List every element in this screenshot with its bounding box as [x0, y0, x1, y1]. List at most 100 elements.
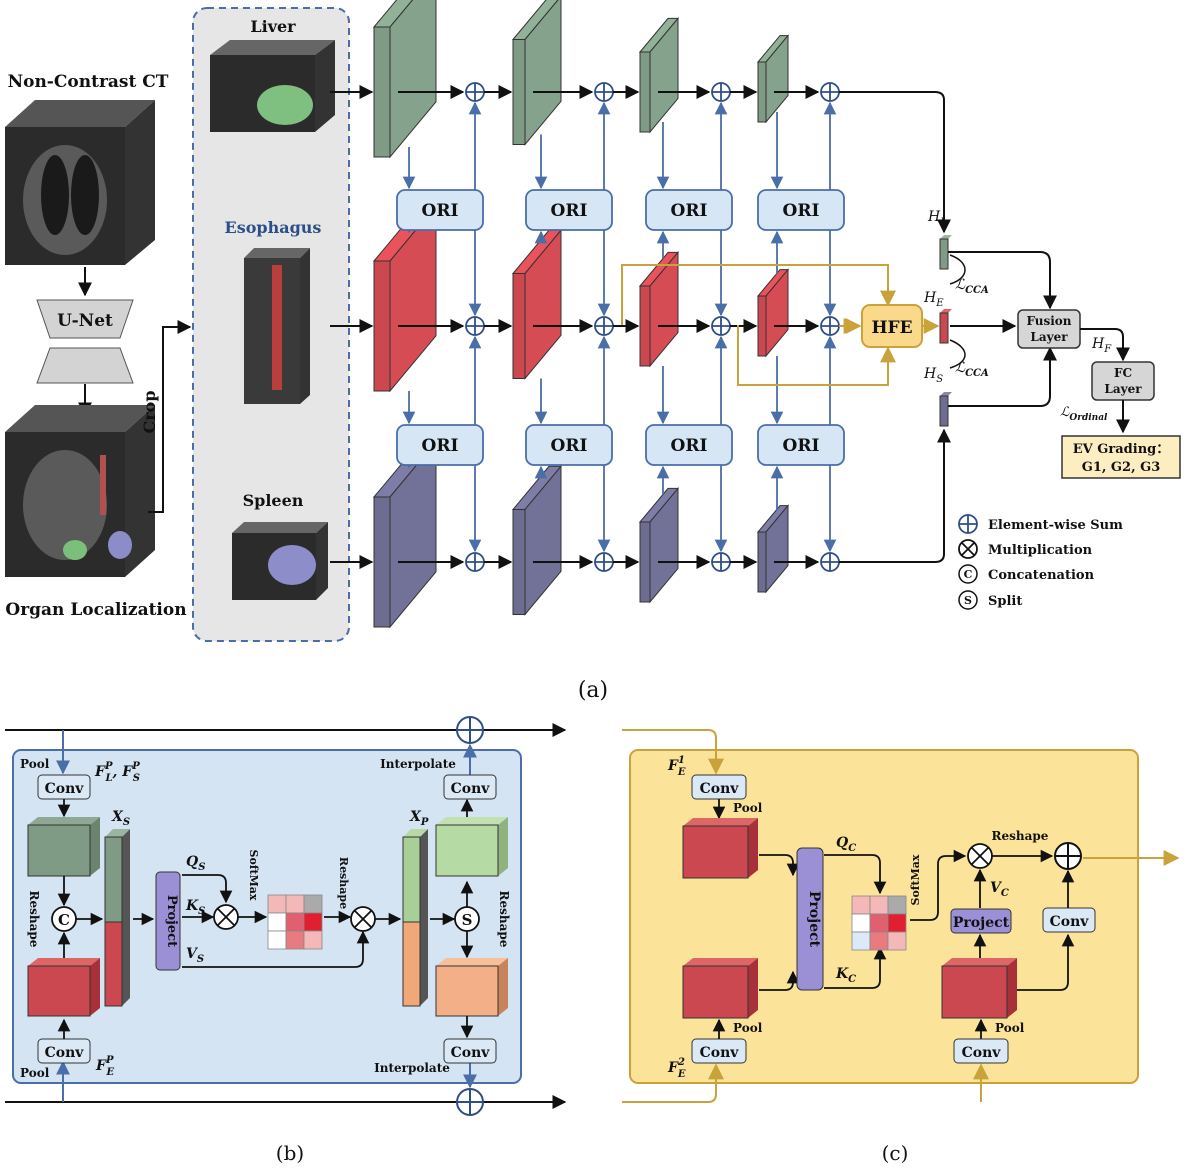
- pool-bottom-b: Pool: [20, 1066, 50, 1080]
- spleen-block-3: [638, 487, 680, 604]
- caption-c: (c): [882, 1141, 909, 1165]
- spleen-block-2: [511, 464, 563, 616]
- ori-label: ORI: [783, 201, 820, 221]
- ori-box: ORI: [396, 424, 484, 466]
- organ-liver-label: Liver: [250, 17, 296, 36]
- legend-concat-icon: C: [958, 564, 978, 584]
- esophagus-block-4: [756, 268, 790, 358]
- pool-top-c: Pool: [733, 801, 763, 815]
- qs-label: QS: [186, 854, 205, 873]
- sum-node: [711, 316, 731, 336]
- crop-label: Crop: [140, 390, 159, 433]
- ct-title: Non-Contrast CT: [8, 72, 169, 92]
- esophagus-block-3: [638, 251, 680, 368]
- attention-matrix-b: [267, 894, 323, 950]
- spleen-crop: [232, 522, 328, 600]
- hfe-label: HFE: [871, 318, 912, 338]
- matrix-cell: [887, 895, 907, 915]
- softmax-b: SoftMax: [247, 850, 260, 901]
- vs-label: VS: [186, 946, 204, 965]
- svg-text:C: C: [964, 568, 973, 581]
- concat-glyph: C: [58, 911, 70, 929]
- svg-text:Project: Project: [164, 895, 179, 947]
- ori-label: ORI: [671, 436, 708, 456]
- sum-node: [594, 82, 614, 102]
- legend-concat-label: Concatenation: [988, 568, 1095, 583]
- svg-text:Conv: Conv: [700, 1045, 740, 1061]
- matrix-cell: [303, 930, 323, 950]
- sum-node: [820, 82, 840, 102]
- sum-node: [465, 552, 485, 572]
- svg-text:S: S: [964, 594, 972, 607]
- mult-b2: [350, 906, 376, 932]
- interpolate-bottom-b: Interpolate: [374, 1061, 450, 1075]
- interpolate-top-b: Interpolate: [380, 757, 456, 771]
- he-label: HE: [923, 290, 944, 309]
- sum-node: [594, 316, 614, 336]
- split-glyph: S: [462, 911, 473, 929]
- ct-volume-input: [5, 100, 155, 265]
- reshape-right-b: Reshape: [497, 891, 511, 948]
- organ-localization-label: Organ Localization: [5, 600, 186, 620]
- sum-bottom-b: [456, 1088, 484, 1116]
- matrix-cell: [887, 913, 907, 933]
- matrix-cell: [887, 931, 907, 951]
- matrix-cell: [303, 894, 323, 914]
- ks-label: KS: [185, 898, 205, 917]
- kc-label: KC: [835, 966, 856, 985]
- hf-label: HF: [1091, 336, 1112, 355]
- feature-he: [939, 309, 952, 344]
- matrix-cell: [869, 913, 889, 933]
- ev-line2: G1, G2, G3: [1082, 460, 1161, 475]
- reshape-c: Reshape: [992, 829, 1049, 843]
- matrix-cell: [869, 931, 889, 951]
- sum-node: [711, 552, 731, 572]
- ori-label: ORI: [551, 201, 588, 221]
- softmax-c: SoftMax: [909, 854, 922, 905]
- ori-box: ORI: [525, 424, 613, 466]
- loss-ordinal-label: ℒOrdinal: [1060, 405, 1108, 423]
- spleen-block-4: [756, 504, 790, 594]
- svg-text:Conv: Conv: [451, 781, 491, 797]
- reshape-left-b: Reshape: [27, 891, 41, 948]
- hl-label: HL: [927, 209, 947, 228]
- organ-spleen-label: Spleen: [243, 491, 304, 510]
- ori-label: ORI: [422, 201, 459, 221]
- matrix-cell: [285, 894, 305, 914]
- feature-hs: [939, 392, 952, 427]
- sum-node: [820, 316, 840, 336]
- sum-node: [465, 316, 485, 336]
- xs-label: XS: [111, 809, 130, 828]
- matrix-cell: [267, 912, 287, 932]
- svg-text:Conv: Conv: [962, 1045, 1002, 1061]
- project-b: [155, 871, 181, 971]
- flow-lines: [330, 82, 951, 572]
- matrix-cell: [851, 931, 871, 951]
- pool-right-c: Pool: [995, 1021, 1025, 1035]
- sum-node: [820, 552, 840, 572]
- unet-label: U-Net: [57, 311, 113, 331]
- ori-label: ORI: [671, 201, 708, 221]
- matrix-cell: [285, 912, 305, 932]
- feature-hl: [939, 235, 952, 270]
- matrix-cell: [267, 930, 287, 950]
- liver-crop: [210, 40, 335, 132]
- legend-sum-label: Element-wise Sum: [988, 518, 1123, 533]
- sum-c: [1054, 842, 1082, 870]
- loss-cca-top: ℒCCA: [955, 277, 989, 296]
- project-c: [796, 847, 824, 991]
- liver-encoder-blocks: [372, 0, 790, 159]
- ori-box: ORI: [396, 189, 484, 231]
- spleen-encoder-blocks: [372, 440, 790, 629]
- legend: Element-wise Sum Multiplication C Concat…: [958, 514, 1123, 610]
- organ-esophagus-label: Esophagus: [225, 218, 322, 237]
- fc-line2: Layer: [1104, 382, 1142, 396]
- ori-label: ORI: [551, 436, 588, 456]
- svg-text:Project: Project: [806, 891, 822, 948]
- ori-box: ORI: [757, 189, 845, 231]
